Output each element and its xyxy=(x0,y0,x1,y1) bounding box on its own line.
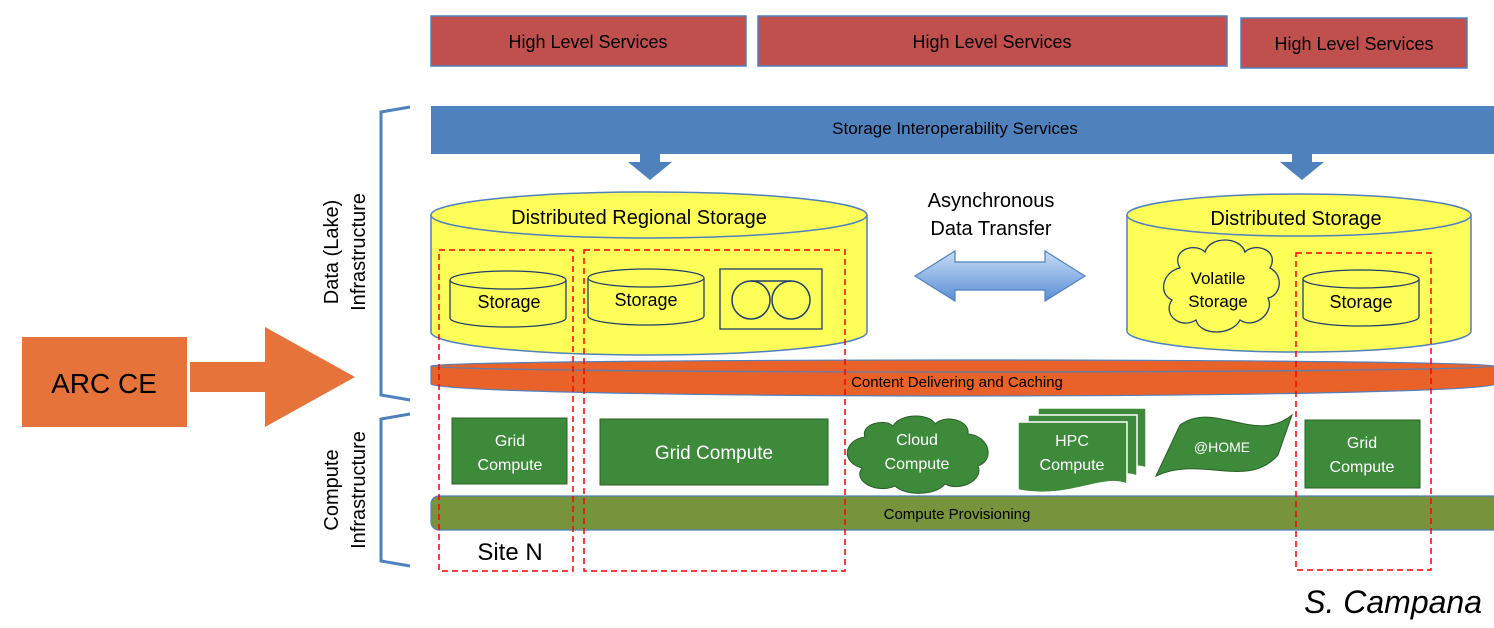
data-infrastructure-bracket xyxy=(379,105,411,402)
storage-interoperability-bar xyxy=(431,106,1494,154)
svg-text:Cloud: Cloud xyxy=(896,432,938,449)
volatile-storage-cloud: Volatile Storage xyxy=(1162,239,1280,333)
high-level-services-label-2: High Level Services xyxy=(912,32,1071,52)
high-level-services-label-1: High Level Services xyxy=(508,32,667,52)
svg-text:Infrastructure: Infrastructure xyxy=(348,431,370,549)
arc-ce-label: ARC CE xyxy=(51,368,157,399)
storage-cylinder-b: Storage xyxy=(587,268,705,326)
svg-text:Grid: Grid xyxy=(1347,435,1377,452)
distributed-storage-title: Distributed Storage xyxy=(1210,208,1381,230)
double-arrow-icon xyxy=(913,249,1087,303)
tape-storage-icon xyxy=(719,268,823,330)
compute-provisioning-bar xyxy=(430,495,1494,531)
svg-text:Infrastructure: Infrastructure xyxy=(348,193,370,311)
svg-text:Storage: Storage xyxy=(477,292,540,312)
svg-text:Storage: Storage xyxy=(1329,292,1392,312)
svg-text:Content Delivering and Caching: Content Delivering and Caching xyxy=(851,374,1063,391)
distributed-regional-storage-title: Distributed Regional Storage xyxy=(511,207,767,229)
svg-text:HPC: HPC xyxy=(1055,433,1089,450)
svg-text:Grid: Grid xyxy=(495,433,525,450)
svg-text:Compute: Compute xyxy=(885,456,950,473)
storage-cylinder-a: Storage xyxy=(449,270,567,328)
arc-ce-box xyxy=(22,337,187,427)
high-level-services-box-3 xyxy=(1240,17,1468,69)
storage-cylinder-right: Storage xyxy=(1302,269,1420,327)
site-dashed-box-middle xyxy=(583,249,846,572)
site-n-label: Site N xyxy=(477,539,542,566)
cloud-compute: Cloud Compute xyxy=(846,415,989,494)
async-transfer-label-line2: Data Transfer xyxy=(930,218,1052,240)
arc-ce-arrow-icon xyxy=(190,327,355,427)
down-arrow-right-icon xyxy=(1280,154,1324,180)
svg-text:Compute: Compute xyxy=(478,457,543,474)
svg-text:Storage: Storage xyxy=(614,290,677,310)
svg-text:Storage: Storage xyxy=(1188,292,1248,311)
svg-text:Compute: Compute xyxy=(1040,457,1105,474)
high-level-services-box-2 xyxy=(757,15,1228,67)
site-dashed-box-right xyxy=(1295,252,1432,571)
compute-provisioning-label: Compute Provisioning xyxy=(884,506,1031,523)
content-caching-bar: Content Delivering and Caching xyxy=(430,359,1494,397)
data-infrastructure-label: Data (Lake) Infrastructure xyxy=(321,193,370,311)
home-compute-banner: @HOME xyxy=(1154,413,1294,478)
grid-compute-small: Grid Compute xyxy=(451,417,568,485)
svg-text:Compute: Compute xyxy=(1330,459,1395,476)
author-credit: S. Campana xyxy=(1304,584,1482,620)
high-level-services-row: High Level Services High Level Services … xyxy=(430,15,1468,69)
high-level-services-box-1 xyxy=(430,15,747,67)
grid-compute-large: Grid Compute xyxy=(599,418,829,486)
svg-text:Data (Lake): Data (Lake) xyxy=(321,200,343,305)
grid-compute-right: Grid Compute xyxy=(1304,419,1421,489)
storage-interoperability-label: Storage Interoperability Services xyxy=(832,119,1078,138)
async-transfer-label-line1: Asynchronous xyxy=(928,190,1055,212)
hpc-compute-stack-icon: HPC Compute xyxy=(1017,407,1147,494)
down-arrow-left-icon xyxy=(628,154,672,180)
svg-text:Compute: Compute xyxy=(321,449,343,530)
site-n-dashed-box xyxy=(438,249,574,572)
svg-text:Volatile: Volatile xyxy=(1191,269,1246,288)
svg-text:@HOME: @HOME xyxy=(1194,439,1250,455)
compute-infrastructure-label: Compute Infrastructure xyxy=(321,431,370,549)
svg-text:Grid Compute: Grid Compute xyxy=(655,443,773,464)
compute-infrastructure-bracket xyxy=(379,412,411,568)
high-level-services-label-3: High Level Services xyxy=(1274,34,1433,54)
